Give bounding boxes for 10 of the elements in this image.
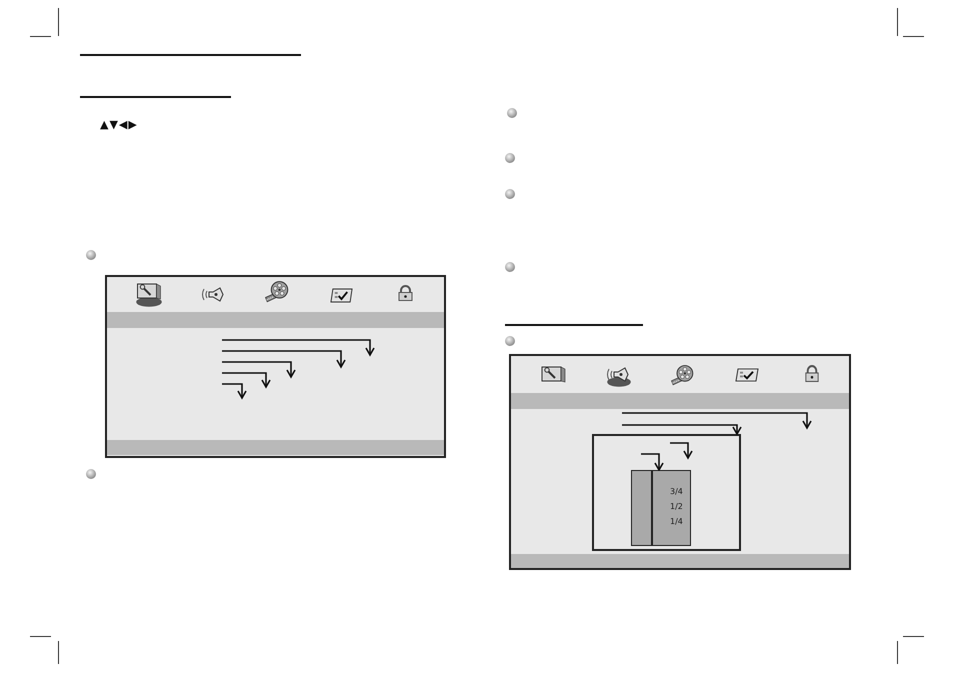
- scale-label: 1/2: [670, 502, 683, 512]
- level-slider: [631, 470, 691, 546]
- scale-label: 1/4: [670, 517, 683, 527]
- menu-screen: [105, 275, 446, 458]
- menu-screen: [509, 354, 851, 570]
- arrow: [641, 453, 664, 471]
- arrow-key-symbols: ▲▼◀▶: [100, 118, 138, 132]
- submenu-panel: [592, 434, 741, 551]
- arrow: [622, 424, 742, 435]
- scale-label: 3/4: [670, 487, 683, 497]
